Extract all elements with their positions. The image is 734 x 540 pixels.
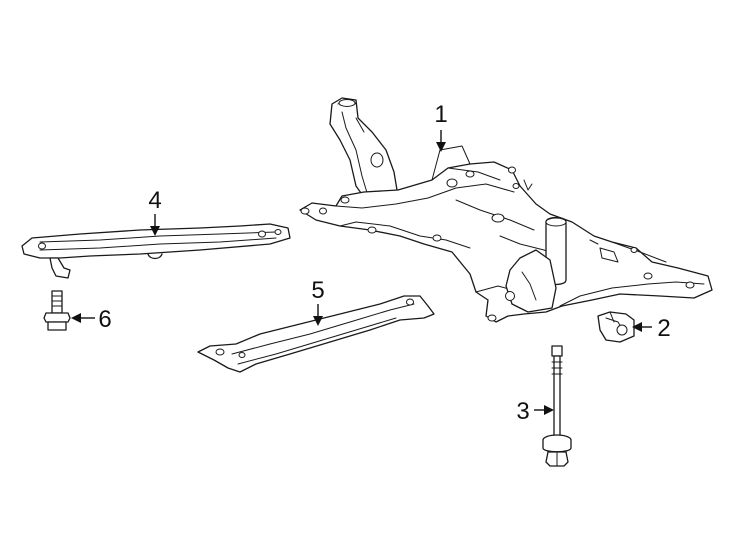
- center-brace: [197, 295, 435, 373]
- leader-1: [436, 130, 446, 152]
- flange-bolt: [43, 290, 71, 331]
- callout-5: 5: [311, 277, 324, 304]
- callout-labels: 1 2 3 4 5 6: [98, 101, 670, 425]
- callout-1: 1: [434, 101, 447, 128]
- leader-lines: [71, 130, 652, 415]
- leader-3: [534, 405, 554, 415]
- leader-5: [313, 304, 323, 326]
- callout-3: 3: [516, 398, 529, 425]
- callout-6: 6: [98, 306, 111, 333]
- left-brace: [21, 223, 291, 279]
- leader-4: [150, 214, 160, 236]
- callout-4: 4: [148, 187, 161, 214]
- bushing-clip: [597, 311, 635, 343]
- callout-2: 2: [657, 315, 670, 342]
- crossmember-assembly: [299, 97, 713, 323]
- mounting-bolt: [542, 345, 572, 467]
- leader-6: [71, 313, 95, 323]
- leader-2: [632, 322, 652, 332]
